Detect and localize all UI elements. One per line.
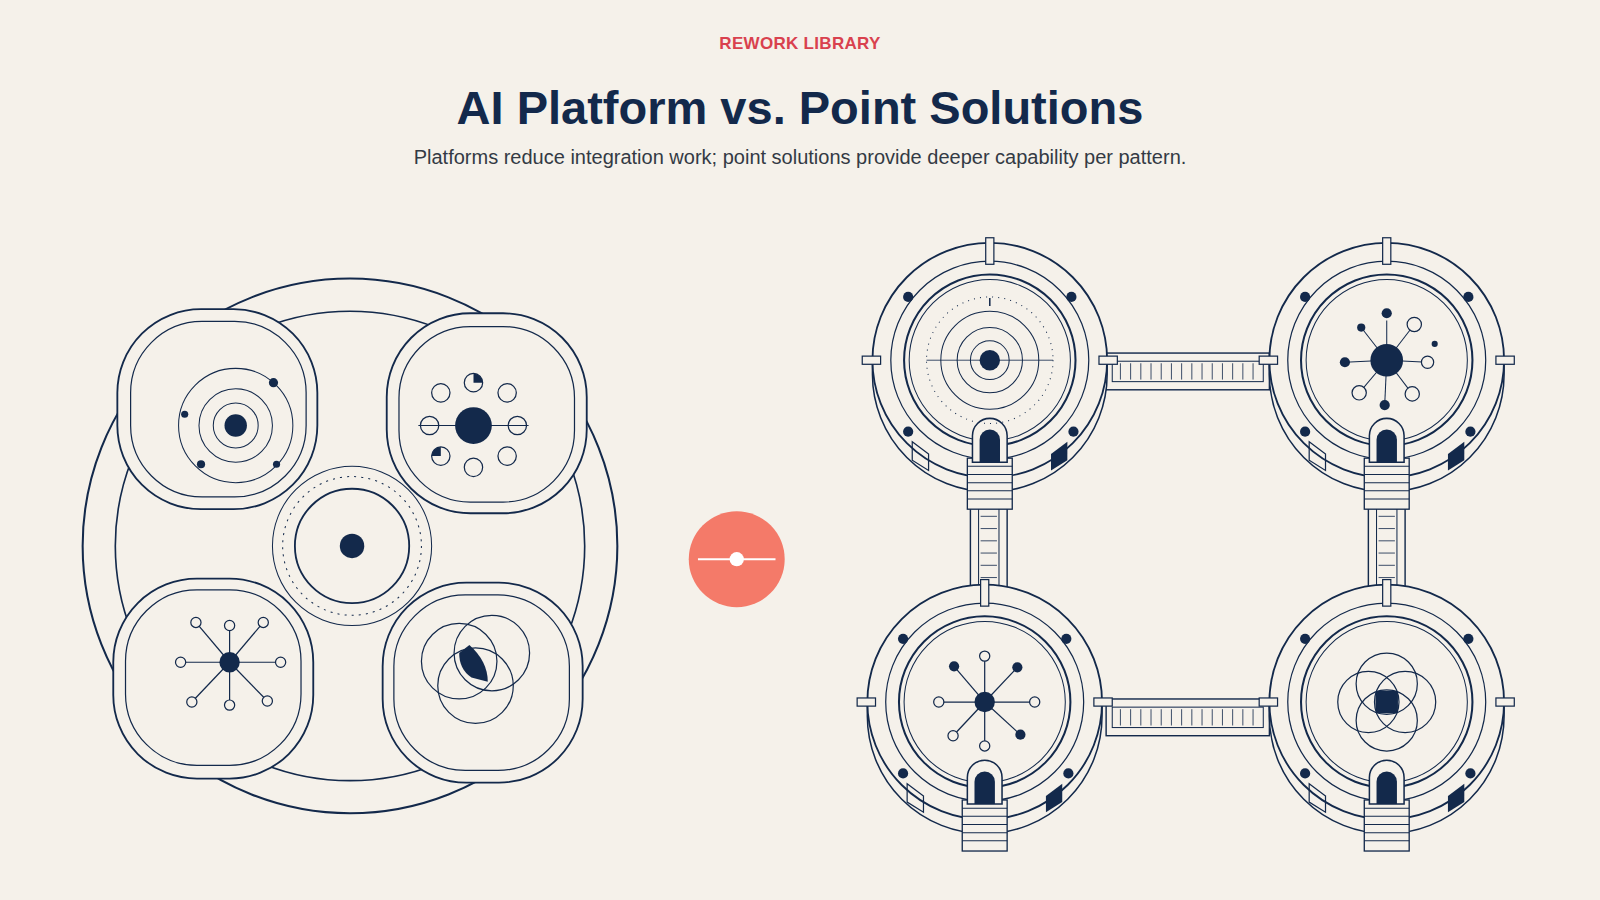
page-title: AI Platform vs. Point Solutions xyxy=(0,80,1600,135)
page-caption: Platforms reduce integration work; point… xyxy=(0,146,1600,169)
versus-marker xyxy=(689,511,785,607)
point-solutions-illustration xyxy=(857,238,1514,851)
eyebrow-label: REWORK LIBRARY xyxy=(0,34,1600,54)
platform-illustration xyxy=(83,279,618,814)
